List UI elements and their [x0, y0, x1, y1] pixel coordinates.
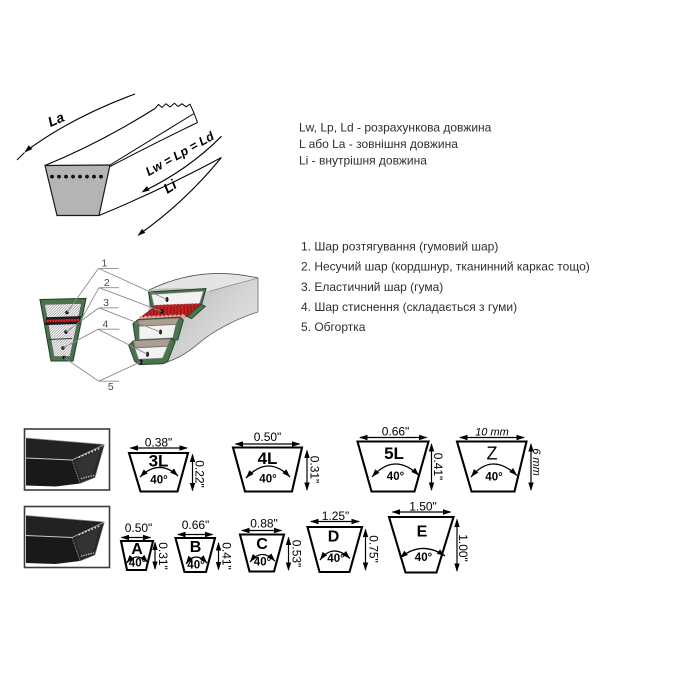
svg-text:Z: Z	[487, 444, 498, 464]
svg-text:D: D	[328, 529, 340, 546]
svg-text:40°: 40°	[387, 471, 405, 483]
svg-text:40°: 40°	[150, 475, 168, 487]
svg-text:Lw = Lp = Ld: Lw = Lp = Ld	[143, 129, 217, 179]
svg-text:1.00": 1.00"	[456, 534, 470, 562]
svg-text:0.50": 0.50"	[125, 521, 153, 535]
svg-text:40°: 40°	[485, 472, 503, 484]
svg-text:1.25": 1.25"	[322, 509, 350, 523]
svg-text:4L: 4L	[258, 449, 278, 468]
svg-text:0.53": 0.53"	[290, 540, 304, 568]
svg-text:0.31": 0.31"	[308, 456, 322, 484]
svg-text:1.50": 1.50"	[409, 500, 437, 514]
svg-text:0.66": 0.66"	[182, 518, 210, 532]
svg-text:A: A	[131, 541, 143, 558]
svg-text:3L: 3L	[149, 452, 169, 471]
svg-text:C: C	[256, 536, 268, 553]
svg-text:3: 3	[103, 297, 109, 309]
svg-text:0.22": 0.22"	[193, 460, 207, 488]
svg-text:40°: 40°	[327, 553, 345, 565]
svg-text:40°: 40°	[187, 560, 205, 572]
svg-text:0.88": 0.88"	[250, 517, 278, 531]
svg-text:1. Шар розтягування (гумовий ш: 1. Шар розтягування (гумовий шар)	[301, 240, 498, 254]
svg-text:0.41": 0.41"	[431, 453, 445, 481]
svg-text:6 mm: 6 mm	[530, 448, 542, 476]
svg-text:Lw, Lp, Ld - розрахункова довж: Lw, Lp, Ld - розрахункова довжина	[299, 121, 492, 135]
svg-text:0.38": 0.38"	[145, 436, 173, 450]
svg-text:0.66": 0.66"	[382, 425, 410, 439]
svg-text:Li - внутрішня довжина: Li - внутрішня довжина	[299, 153, 427, 167]
svg-text:5. Обгортка: 5. Обгортка	[301, 320, 366, 334]
svg-text:0.50": 0.50"	[254, 430, 282, 444]
svg-text:2: 2	[104, 277, 110, 289]
svg-text:40°: 40°	[415, 552, 433, 564]
svg-text:0.31": 0.31"	[156, 542, 170, 570]
svg-text:1: 1	[101, 258, 107, 270]
svg-text:4: 4	[102, 319, 108, 331]
svg-text:3. Еластичний шар (гума): 3. Еластичний шар (гума)	[301, 280, 443, 294]
svg-text:5: 5	[108, 381, 114, 393]
svg-text:Li: Li	[160, 176, 180, 197]
svg-text:0.75": 0.75"	[367, 535, 381, 563]
svg-text:40°: 40°	[259, 474, 277, 486]
svg-text:0.41": 0.41"	[220, 542, 234, 570]
svg-text:L або La - зовнішня довжина: L або La - зовнішня довжина	[299, 137, 458, 151]
svg-text:40°: 40°	[129, 558, 147, 570]
svg-text:40°: 40°	[254, 557, 272, 569]
svg-text:5L: 5L	[384, 444, 404, 463]
svg-text:La: La	[45, 109, 67, 130]
svg-text:10 mm: 10 mm	[475, 427, 509, 439]
svg-text:2. Несучий шар (кордшнур, ткан: 2. Несучий шар (кордшнур, тканинний карк…	[301, 260, 590, 274]
svg-text:B: B	[190, 539, 202, 556]
svg-text:4. Шар стиснення (складається: 4. Шар стиснення (складається з гуми)	[301, 300, 517, 314]
svg-text:E: E	[417, 524, 428, 541]
